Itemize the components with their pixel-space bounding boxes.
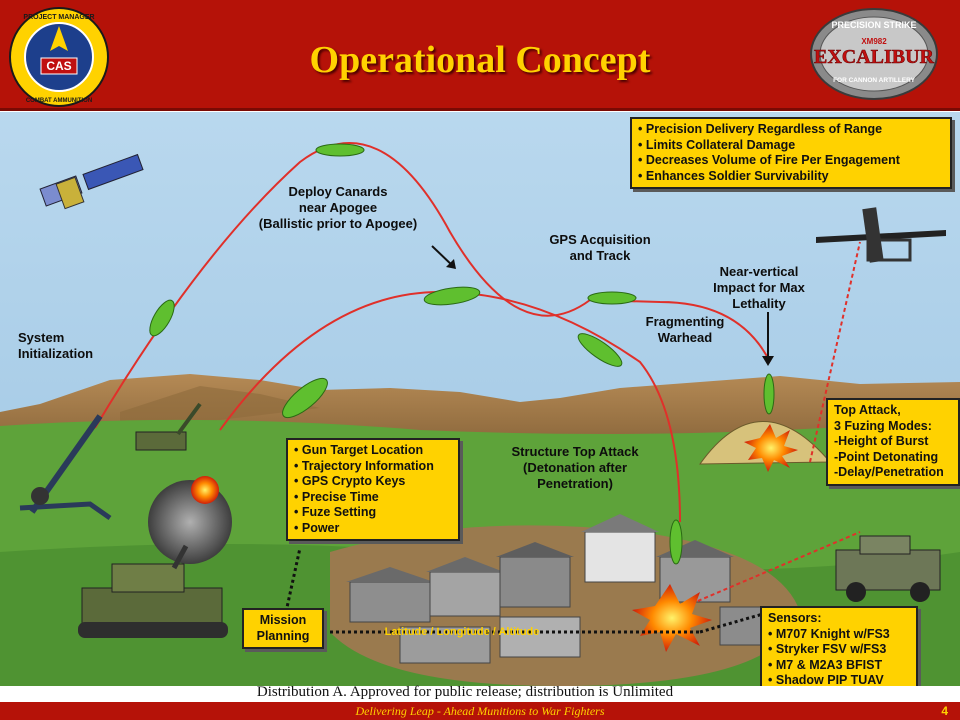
top-attack-box: Top Attack, 3 Fuzing Modes: -Height of B…	[826, 398, 960, 486]
scene-art	[0, 112, 960, 686]
benefit-item: Decreases Volume of Fire Per Engagement	[638, 153, 944, 169]
benefit-item: Limits Collateral Damage	[638, 138, 944, 154]
footer-bar: Delivering Leap - Ahead Munitions to War…	[0, 702, 960, 720]
gun-data-box: Gun Target Location Trajectory Informati…	[286, 438, 460, 541]
cas-logo: CAS PROJECT MANAGER COMBAT AMMUNITION	[9, 7, 109, 107]
gun-data-item: Fuze Setting	[294, 505, 452, 521]
towed-howitzer-icon	[19, 414, 112, 521]
distribution-statement: Distribution A. Approved for public rele…	[256, 684, 674, 700]
label-lat-long-alt: Latitude / Longitude / Altitude	[384, 626, 540, 638]
sensor-item: Stryker FSV w/FS3	[768, 642, 910, 658]
label-near-vertical-impact: Near-vertical Impact for Max Lethality	[713, 264, 805, 311]
page-number: 4	[941, 704, 948, 718]
gun-data-item: Trajectory Information	[294, 459, 452, 475]
benefit-item: Enhances Soldier Survivability	[638, 169, 944, 185]
explosion-icon	[632, 424, 798, 652]
svg-text:EXCALIBUR: EXCALIBUR	[814, 46, 935, 68]
sensor-item: M7 & M2A3 BFIST	[768, 658, 910, 674]
label-deploy-canards: Deploy Canards near Apogee (Ballistic pr…	[258, 184, 418, 231]
svg-text:XM982: XM982	[861, 37, 887, 46]
label-gps-acquisition: GPS Acquisition and Track	[549, 232, 651, 263]
svg-text:PRECISION STRIKE: PRECISION STRIKE	[831, 20, 916, 30]
page-title: Operational Concept	[309, 39, 651, 81]
footer-tagline: Delivering Leap - Ahead Munitions to War…	[355, 704, 605, 718]
self-propelled-howitzer-icon	[135, 402, 202, 451]
operational-scene: System Initialization Deploy Canards nea…	[0, 112, 960, 686]
label-structure-top-attack: Structure Top Attack (Detonation after P…	[511, 444, 639, 491]
svg-text:COMBAT AMMUNITION: COMBAT AMMUNITION	[26, 98, 92, 104]
svg-text:FOR CANNON ARTILLERY: FOR CANNON ARTILLERY	[833, 77, 916, 84]
benefits-box: Precision Delivery Regardless of Range L…	[630, 117, 952, 189]
svg-text:CAS: CAS	[46, 59, 71, 73]
paladin-howitzer-icon	[78, 544, 228, 638]
shadow-uav-icon	[816, 207, 946, 263]
trajectories	[94, 142, 771, 523]
benefit-item: Precision Delivery Regardless of Range	[638, 122, 944, 138]
muzzle-smoke	[148, 480, 232, 564]
gun-data-item: Gun Target Location	[294, 443, 452, 459]
satellite-icon	[39, 153, 144, 210]
sensors-heading: Sensors:	[768, 611, 822, 625]
gun-data-item: Precise Time	[294, 490, 452, 506]
sensor-item: Shadow PIP TUAV	[768, 673, 910, 686]
mission-planning-box: Mission Planning	[242, 608, 324, 649]
sensors-box: Sensors: M707 Knight w/FS3 Stryker FSV w…	[760, 606, 918, 686]
gun-data-item: Power	[294, 521, 452, 537]
label-fragmenting-warhead: Fragmenting Warhead	[645, 314, 725, 345]
humvee-icon	[835, 535, 941, 602]
sensor-item: M707 Knight w/FS3	[768, 627, 910, 643]
excalibur-logo: PRECISION STRIKE XM982 EXCALIBUR FOR CAN…	[810, 8, 938, 100]
svg-text:PROJECT MANAGER: PROJECT MANAGER	[23, 14, 94, 21]
header-bar: CAS PROJECT MANAGER COMBAT AMMUNITION Op…	[0, 0, 960, 111]
gun-data-item: GPS Crypto Keys	[294, 474, 452, 490]
label-system-initialization: System Initialization	[18, 330, 94, 361]
excalibur-rounds	[149, 143, 775, 565]
